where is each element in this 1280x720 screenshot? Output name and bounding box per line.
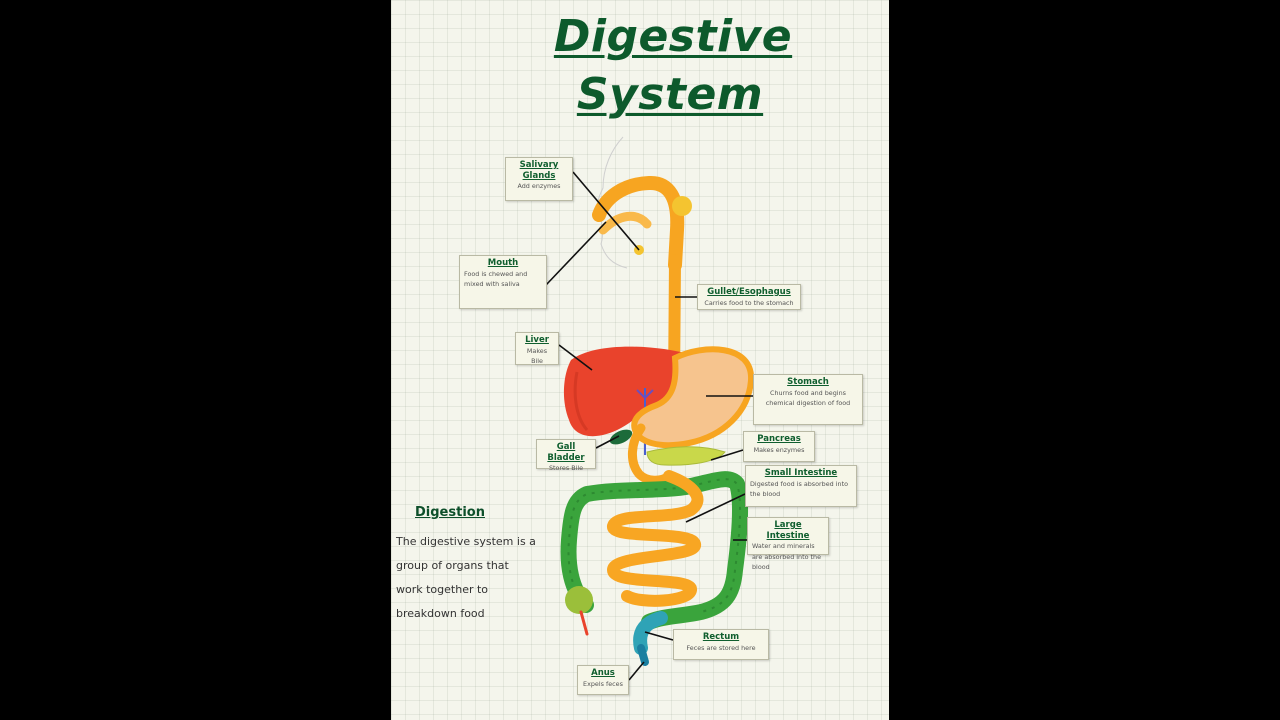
anus-canal — [637, 644, 649, 666]
label-mouth-desc: Food is chewed and mixed with saliva — [464, 269, 528, 288]
page-title-line2: System — [576, 69, 764, 120]
bile-duct-branch — [636, 389, 654, 400]
label-small-title: Small Intestine — [764, 468, 838, 478]
label-gall-bladder: Gall Bladder Stores Bile — [536, 439, 596, 472]
appendix — [579, 610, 589, 636]
label-anus-desc: Expels feces — [583, 679, 623, 688]
label-mouth: Mouth Food is chewed and mixed with sali… — [459, 255, 547, 309]
gall-bladder — [609, 429, 633, 445]
label-salivary-glands: Salivary Glands Add enzymes — [505, 157, 573, 201]
label-rectum-desc: Feces are stored here — [686, 643, 756, 652]
label-salivary-glands-desc: Add enzymes — [517, 182, 561, 191]
salivary-gland-parotid — [672, 196, 692, 216]
label-liver-title: Liver — [525, 335, 549, 345]
leader-gall — [595, 435, 620, 449]
liver-shade — [573, 371, 589, 431]
leader-salivary — [572, 171, 640, 251]
label-anus: Anus Expels feces — [577, 665, 629, 695]
label-small-intestine: Small Intestine Digested food is absorbe… — [745, 465, 857, 507]
label-salivary-glands-title: Salivary Glands — [519, 160, 559, 181]
page-title-line1: Digestive — [553, 11, 793, 62]
digestive-diagram — [545, 136, 755, 681]
label-gall-desc: Stores Bile — [548, 464, 584, 473]
pancreas — [646, 446, 726, 466]
digestion-note-title: Digestion — [415, 505, 485, 520]
label-gullet-title: Gullet/Esophagus — [707, 287, 791, 297]
digestion-note-body: The digestive system is a group of organ… — [396, 535, 536, 620]
tongue — [598, 211, 652, 235]
label-stomach: Stomach Churns food and begins chemical … — [753, 374, 863, 425]
label-rectum: Rectum Feces are stored here — [673, 629, 769, 660]
stomach — [631, 346, 755, 449]
label-stomach-desc: Churns food and begins chemical digestio… — [765, 388, 851, 407]
small-intestine — [607, 470, 704, 607]
rectum — [633, 611, 668, 655]
label-pancreas-desc: Makes enzymes — [753, 445, 805, 454]
leader-pancreas — [710, 449, 744, 461]
label-large-title: Large Intestine — [766, 520, 810, 541]
leader-mouth — [545, 221, 607, 286]
cecum — [565, 586, 593, 614]
liver — [563, 346, 695, 437]
label-gullet-esophagus: Gullet/Esophagus Carries food to the sto… — [697, 284, 801, 310]
leader-rectum — [644, 631, 674, 641]
worksheet-page: Digestive System — [391, 0, 889, 720]
label-large-desc: Water and minerals are absorbed into the… — [752, 542, 822, 571]
label-liver: Liver Makes Bile — [515, 332, 559, 365]
duodenum — [628, 423, 674, 485]
leader-liver — [558, 344, 593, 371]
leader-anus — [628, 661, 645, 681]
label-stomach-title: Stomach — [787, 377, 829, 387]
label-pancreas-title: Pancreas — [757, 434, 801, 444]
label-liver-desc: Makes Bile — [526, 346, 548, 365]
leader-small — [685, 493, 746, 523]
label-small-desc: Digested food is absorbed into the blood — [750, 479, 848, 498]
label-gullet-desc: Carries food to the stomach — [704, 298, 794, 307]
label-gall-title: Gall Bladder — [547, 442, 585, 463]
label-pancreas: Pancreas Makes enzymes — [743, 431, 815, 462]
label-rectum-title: Rectum — [702, 632, 740, 642]
label-mouth-title: Mouth — [487, 258, 519, 268]
label-anus-title: Anus — [591, 668, 615, 678]
label-large-intestine: Large Intestine Water and minerals are a… — [747, 517, 829, 571]
